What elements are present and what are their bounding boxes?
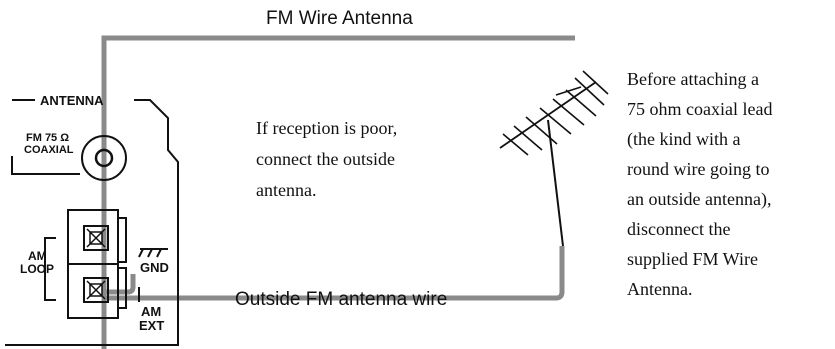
am-loop-label-line1: AM [28,249,47,263]
center-note: If reception is poor, connect the outsid… [256,118,397,200]
fm75-label-line2: COAXIAL [24,144,74,156]
side-note: Before attaching a 75 ohm coaxial lead (… [627,69,772,299]
fm75-label-line1: FM 75 Ω [26,132,69,144]
side-note-line: 75 ohm coaxial lead [627,99,772,119]
fm75-bracket [11,156,80,175]
am-loop-bracket [44,237,56,301]
center-note-line: connect the outside [256,149,395,169]
am-ext-label-line2: EXT [139,318,164,333]
center-note-line: If reception is poor, [256,118,397,138]
gnd-label: GND [140,260,169,275]
side-note-line: (the kind with a [627,129,740,150]
coaxial-socket-icon [81,135,127,181]
antenna-panel [5,99,179,346]
side-note-line: an outside antenna), [627,189,771,210]
antenna-panel-title: ANTENNA [40,93,104,108]
am-ext-label-line1: AM [141,304,161,319]
outside-antenna-icon [499,70,609,247]
side-note-line: supplied FM Wire [627,249,758,269]
outside-wire-label: Outside FM antenna wire [235,289,447,310]
ground-icon [138,248,168,258]
side-note-line: round wire going to [627,159,769,179]
side-note-line: disconnect the [627,219,730,239]
am-terminal-block-icon [67,209,127,319]
side-note-line: Before attaching a [627,69,759,89]
am-loop-label-line2: LOOP [20,262,54,276]
center-note-line: antenna. [256,180,316,200]
fm-wire-antenna-label: FM Wire Antenna [266,8,413,29]
side-note-line: Antenna. [627,279,692,299]
